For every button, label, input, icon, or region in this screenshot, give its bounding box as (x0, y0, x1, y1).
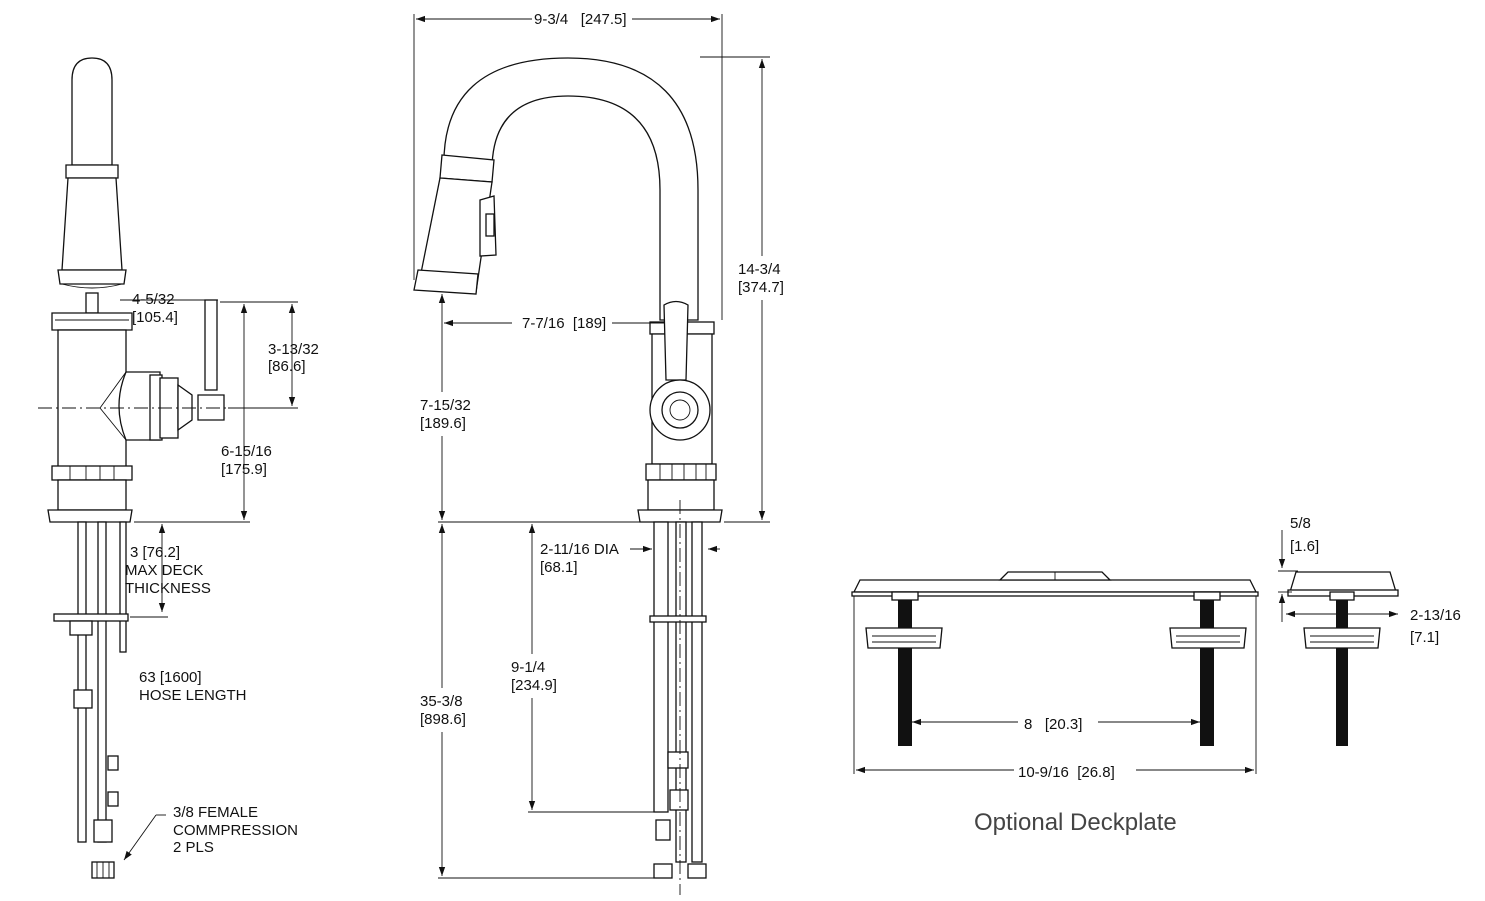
connection-label-1: 3/8 FEMALE (173, 804, 258, 821)
dim-thickness-metric: [1.6] (1290, 538, 1319, 555)
deckplate-front-view (851, 571, 1259, 746)
dim-total-height: 14-3/4 (738, 261, 781, 278)
dim-handle-height-metric: [86.6] (268, 358, 306, 375)
dim-valve-height: 6-15/16 (221, 443, 272, 460)
dim-handle-offset-metric: [105.4] (132, 309, 178, 326)
front-view-dimensions (413, 14, 770, 879)
front-view-faucet (413, 57, 723, 895)
hose-label: HOSE LENGTH (139, 687, 247, 704)
dim-handle-height: 3-13/32 (268, 341, 319, 358)
connection-label-2: COMMPRESSION (173, 822, 298, 839)
side-view-dimensions (120, 299, 298, 861)
deck-label-1: MAX DECK (125, 562, 203, 579)
dim-reach: 9-3/4 [247.5] (534, 11, 627, 28)
deck-dim: 3 [76.2] (130, 544, 180, 561)
dim-below-deck-metric: [898.6] (420, 711, 466, 728)
dim-length: 10-9/16 [26.8] (1018, 764, 1115, 781)
dim-centers: 8 [20.3] (1024, 716, 1082, 733)
dim-spout-reach: 7-7/16 [189] (522, 315, 606, 332)
connection-label-3: 2 PLS (173, 839, 214, 856)
dim-thickness: 5/8 (1290, 515, 1311, 532)
dim-below-deck: 35-3/8 (420, 693, 463, 710)
hose-dim: 63 [1600] (139, 669, 202, 686)
dim-width-metric: [7.1] (1410, 629, 1439, 646)
dim-base-dia: 2-11/16 DIA (540, 541, 619, 558)
deck-label-2: THICKNESS (125, 580, 211, 597)
dim-total-height-metric: [374.7] (738, 279, 784, 296)
dim-width: 2-13/16 (1410, 607, 1461, 624)
dim-shank: 9-1/4 (511, 659, 545, 676)
dim-shank-metric: [234.9] (511, 677, 557, 694)
dim-spout-height-metric: [189.6] (420, 415, 466, 432)
side-view-faucet (38, 57, 300, 879)
deckplate-title: Optional Deckplate (974, 809, 1177, 836)
dim-spout-height: 7-15/32 (420, 397, 471, 414)
dim-valve-height-metric: [175.9] (221, 461, 267, 478)
dim-base-dia-metric: [68.1] (540, 559, 578, 576)
deckplate-side-view (1287, 571, 1399, 746)
dim-handle-offset: 4-5/32 (132, 291, 175, 308)
deckplate-dimensions (853, 530, 1398, 774)
